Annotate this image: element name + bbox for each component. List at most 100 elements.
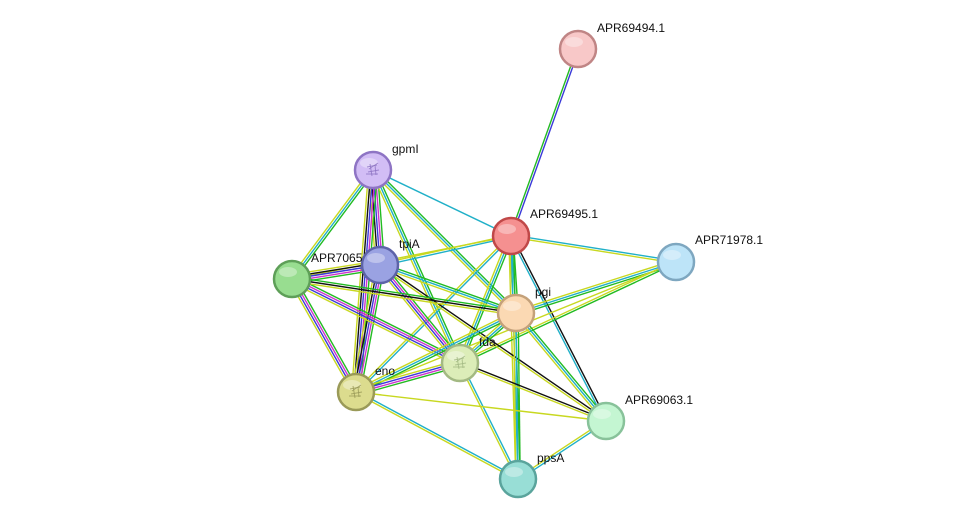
node-circle[interactable] [498,459,538,499]
edge-evidence-line [291,278,517,314]
node-highlight [565,37,583,47]
edge-evidence-line [511,49,580,237]
edge-evidence-line [350,169,370,392]
edge-evidence-line [291,169,374,280]
edge-evidence-line [289,168,372,279]
edge-evidence-line [513,313,517,480]
edge-tpia-eno[interactable] [350,264,386,393]
edge-gpmi-apr70659[interactable] [289,168,376,281]
edge-evidence-line [515,261,677,314]
edge-apr69495-1-apr71978-1[interactable] [510,234,677,264]
node-circle[interactable] [272,259,312,299]
edge-evidence-line [378,265,606,423]
edge-evidence-line [353,264,379,392]
edge-apr69494-1-apr69495-1[interactable] [509,48,580,237]
edge-evidence-line [294,277,360,391]
node-circle[interactable] [360,245,400,285]
node-fda[interactable]: fda [440,335,496,383]
edge-evidence-line [374,167,519,312]
edge-apr70659-fda[interactable] [290,275,462,367]
node-label: eno [375,364,395,378]
node-circle[interactable] [491,216,531,256]
node-apr71978-1[interactable]: APR71978.1 [656,233,763,282]
edge-evidence-line [293,275,462,361]
edge-gpmi-fda[interactable] [370,168,463,365]
node-label: gpmI [392,142,419,156]
edge-evidence-line [517,311,609,421]
node-label: APR71978.1 [695,233,763,247]
edge-evidence-line [372,169,461,364]
edge-evidence-line [292,277,461,363]
node-circle[interactable] [336,372,376,412]
edge-evidence-line [515,312,519,480]
edge-evidence-line [509,236,606,422]
edge-evidence-line [460,361,607,421]
edge-apr70659-pgi[interactable] [291,276,517,316]
edge-evidence-line [372,169,512,237]
node-ppsa[interactable]: ppsA [498,451,564,499]
node-circle[interactable] [558,29,598,69]
edge-fda-ppsa[interactable] [458,362,520,480]
edge-pgi-ppsa[interactable] [513,312,521,480]
node-eno[interactable]: eno [336,364,395,412]
edge-apr69495-1-eno[interactable] [354,234,513,394]
node-tpia[interactable]: tpiA [360,237,420,285]
edge-evidence-line [374,168,463,363]
node-highlight [367,253,385,263]
edge-evidence-line [354,310,516,391]
edge-evidence-line [288,280,354,394]
protein-structure-icon [366,162,380,177]
edge-evidence-line [290,279,356,393]
edge-evidence-line [380,236,512,267]
node-circle[interactable] [496,293,536,333]
node-apr69494-1[interactable]: APR69494.1 [558,21,665,69]
edge-apr69495-1-apr69063-1[interactable] [509,235,608,422]
edge-evidence-line [380,263,608,421]
node-apr69063-1[interactable]: APR69063.1 [586,393,693,441]
node-highlight [663,250,681,260]
edge-fda-apr69063-1[interactable] [459,361,607,423]
edge-apr69495-1-apr70659[interactable] [291,235,512,280]
node-label: tpiA [399,237,420,251]
node-label: pgi [535,285,551,299]
node-pgi[interactable]: pgi [496,285,551,333]
node-circle[interactable] [353,150,393,190]
edge-evidence-line [292,278,358,392]
node-apr69495-1[interactable]: APR69495.1 [491,207,598,256]
edge-evidence-line [291,279,460,365]
node-highlight [503,301,521,311]
node-apr70659[interactable]: APR7065 [272,251,363,299]
node-gpmi[interactable]: gpmI [353,142,419,190]
edge-apr70659-eno[interactable] [288,277,360,394]
edge-tpia-apr69063-1[interactable] [378,263,608,423]
edge-evidence-line [370,171,515,316]
node-circle[interactable] [656,242,696,282]
edge-evidence-line [354,234,511,392]
edge-evidence-line [355,312,517,393]
edge-evidence-line [459,363,606,423]
edge-evidence-line [370,170,459,365]
edge-evidence-line [356,236,513,394]
edge-gpmi-apr69495-1[interactable] [372,169,512,237]
node-label: APR69495.1 [530,207,598,221]
edge-evidence-line [359,265,386,393]
protein-structure-icon [349,384,363,399]
node-label: APR69494.1 [597,21,665,35]
node-highlight [593,409,611,419]
node-label: APR69063.1 [625,393,693,407]
node-label: fda [479,335,496,349]
edge-eno-apr69063-1[interactable] [355,391,607,422]
edge-eno-ppsa[interactable] [355,390,519,481]
node-highlight [505,467,523,477]
edge-evidence-line [350,264,377,392]
node-circle[interactable] [586,401,626,441]
node-circle[interactable] [440,343,480,383]
protein-structure-icon [453,355,467,370]
edge-evidence-line [355,264,381,393]
node-highlight [498,224,516,234]
edge-evidence-line [290,281,459,367]
edge-pgi-apr69063-1[interactable] [513,311,609,423]
edge-evidence-line [291,235,512,280]
